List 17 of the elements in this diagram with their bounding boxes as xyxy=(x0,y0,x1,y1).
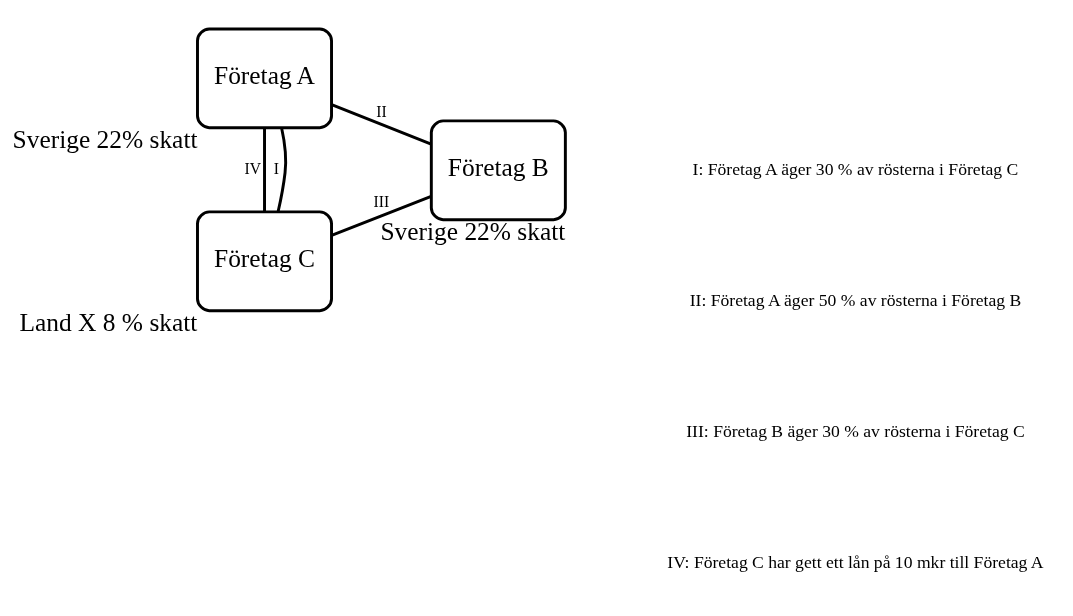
edge-label: III xyxy=(373,193,390,211)
connector xyxy=(276,127,288,212)
connector xyxy=(263,127,266,212)
node-box: Företag B xyxy=(429,119,567,222)
edge-label: IV xyxy=(244,159,262,177)
edge-label: II xyxy=(376,103,387,121)
node-label: Land X 8 % skatt xyxy=(19,308,198,338)
edge-label: I xyxy=(273,159,279,177)
node-box: Företag C xyxy=(196,210,333,313)
node-label: Sverige 22% skatt xyxy=(12,125,198,155)
node-box: Företag A xyxy=(196,27,333,130)
label: I: Företag A äger 30 % av rösterna i Företag C xyxy=(692,158,1019,179)
label: II: Företag A äger 50 % av rösterna i Företag B xyxy=(689,289,1022,310)
connector xyxy=(331,194,432,237)
label: III: Företag B äger 30 % av rösterna i Företag C xyxy=(686,420,1025,441)
label: IV: Företag C har gett ett lån på 10 mkr till Företag A xyxy=(667,551,1044,572)
connector xyxy=(331,103,432,146)
